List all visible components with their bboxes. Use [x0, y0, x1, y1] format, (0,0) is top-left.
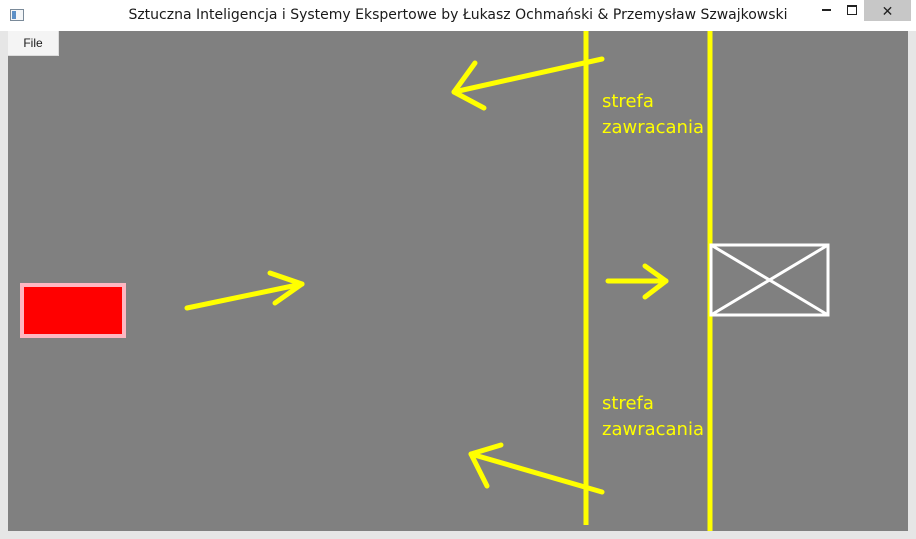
maximize-button[interactable]: [838, 0, 866, 21]
zone-label-top-line2: zawracania: [602, 117, 704, 138]
minimize-icon: [821, 8, 831, 11]
arrow-bottom-left: [468, 442, 605, 495]
window-icon[interactable]: [10, 9, 24, 21]
arrow-center: [184, 270, 305, 311]
simulation-canvas[interactable]: strefa zawracania strefa zawracania: [8, 31, 908, 531]
vehicle-rect[interactable]: [20, 283, 126, 338]
menu-file[interactable]: File: [23, 36, 43, 50]
zone-label-bottom-line2: zawracania: [602, 419, 704, 440]
scene-drawing: [20, 31, 830, 531]
menu-bar: File: [8, 31, 59, 56]
zone-label-top-line1: strefa: [602, 91, 654, 112]
target-box[interactable]: [709, 243, 830, 317]
close-icon: ✕: [881, 2, 894, 19]
zone-label-bottom-line1: strefa: [602, 393, 654, 414]
title-bar: Sztuczna Inteligencja i Systemy Eksperto…: [0, 0, 916, 31]
window-title: Sztuczna Inteligencja i Systemy Eksperto…: [128, 7, 788, 23]
maximize-icon: [847, 4, 857, 15]
arrow-top-left: [451, 56, 605, 111]
close-button[interactable]: ✕: [864, 0, 911, 21]
minimize-button[interactable]: [812, 0, 840, 21]
arrow-right: [605, 263, 669, 300]
